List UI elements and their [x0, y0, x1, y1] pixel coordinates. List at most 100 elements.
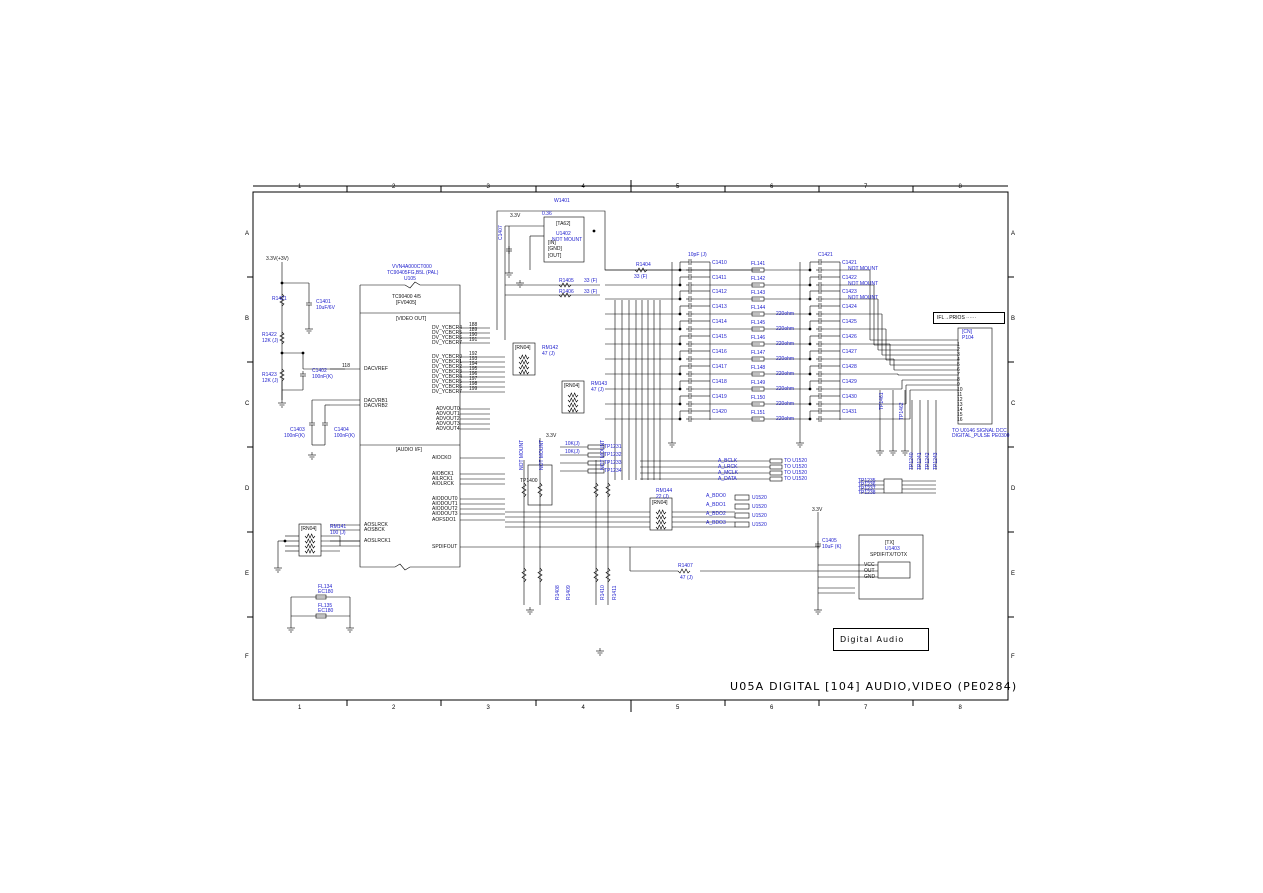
ferrite: [751, 282, 765, 288]
R1406: [558, 292, 572, 298]
rail-label: 3.3V: [510, 213, 521, 219]
RM142-res: [518, 354, 530, 360]
junction-dot: [808, 283, 812, 287]
row-label: F: [245, 654, 249, 660]
audio-out: A_BDO1: [706, 502, 726, 508]
ic-pin-name: DACVREF: [364, 366, 388, 372]
pull-res: [605, 567, 611, 583]
ic-pin-number: 194: [469, 361, 478, 367]
tp-signal: A_MCLK: [718, 470, 739, 476]
ic-pin-name: AIODOUT1: [432, 501, 458, 507]
rail-label: 3.3V: [812, 507, 823, 513]
connector-box: [957, 327, 993, 425]
out-pad: [734, 512, 750, 519]
C1404-val: 100nF(K): [334, 433, 355, 439]
ferrite-ref: FL149: [751, 380, 766, 386]
junction-dot: [808, 387, 812, 391]
connector-pin: 5: [957, 362, 960, 368]
column-label: 6: [770, 184, 774, 190]
ic-pin-name: DV_YCBCR4: [432, 374, 463, 380]
RM144-val: 22 (J): [656, 494, 669, 500]
RM144-res: [655, 514, 667, 520]
RM141-box: [298, 523, 322, 557]
audio-out: A_BDO2: [706, 511, 726, 517]
column-label: 8: [958, 184, 962, 190]
column-label: 5: [676, 184, 680, 190]
RM142-tag: [RN04]: [515, 345, 531, 351]
row-label: B: [245, 316, 250, 322]
tp-pad: [769, 464, 783, 470]
RM144-res: [655, 524, 667, 530]
column-label: 7: [864, 184, 868, 190]
cap-left-ref: C1419: [712, 394, 727, 400]
row-label: C: [245, 401, 250, 407]
ferrite-ref: FL151: [751, 410, 766, 416]
regulator-chip: [TA62]: [556, 221, 571, 227]
C1407-ref: C1407: [498, 225, 504, 240]
tp-ref: TP1461: [879, 392, 885, 410]
nm-label: NOT MOUNT: [539, 439, 545, 470]
ic-pin-name: DV_YCBCR1: [432, 359, 463, 365]
R1406-val: 33 (F): [584, 289, 598, 295]
cap-left-val: 10pF (J): [688, 252, 707, 258]
ic-pin-name: AIODOUT2: [432, 506, 458, 512]
junction-dot: [808, 342, 812, 346]
cap-right-top: C1421: [818, 252, 833, 258]
regulator-val: 0.36: [542, 211, 552, 217]
pull-res: [537, 567, 543, 583]
spdif-tag: TP1240: [909, 452, 915, 470]
buffer-ic: [527, 464, 553, 506]
RM143-val: 47 (J): [591, 387, 604, 393]
ic-pin-name: SPDIFOUT: [432, 544, 458, 550]
connector-dest: TO U0146 SIGNAL DCC: [952, 428, 1007, 434]
tp-pad: [587, 444, 605, 450]
ic-pin-name: ADVOUT4: [436, 426, 460, 432]
nm-label: NOT MOUNT: [600, 439, 606, 470]
ferrite: [751, 267, 765, 273]
section-title: Digital Audio: [840, 635, 905, 644]
ic-pin-name: AIOBCK1: [432, 471, 454, 477]
column-label: 3: [486, 705, 490, 711]
sheet-title: U05A DIGITAL [104] AUDIO,VIDEO (PE0284): [730, 680, 1018, 693]
FL134-val: EC180: [318, 589, 334, 595]
column-label: 4: [581, 184, 585, 190]
ferrite: [751, 371, 765, 377]
tp-tag: TO U1520: [784, 470, 807, 476]
connector-pin: 11: [957, 392, 963, 398]
ferrite-ref: FL144: [751, 305, 766, 311]
cap-right-ref: C1430: [842, 394, 857, 400]
ic-pin-name: DV_YCBCR7: [432, 340, 463, 346]
column-label: 5: [676, 705, 680, 711]
RM142-ref: RM142: [542, 345, 559, 351]
cap-right-ref: C1421: [842, 260, 857, 266]
connector-pin: 12: [957, 397, 963, 403]
junction-dot: [808, 297, 812, 301]
RM141-tag: [RN04]: [301, 526, 317, 532]
FL135-ref: FL135: [318, 603, 333, 609]
RM143-ref: RM143: [591, 381, 608, 387]
audio-out: A_BDO3: [706, 520, 726, 526]
ic-part-number: VVN4A000CT000: [392, 264, 432, 270]
zone-ticks: [247, 185, 1014, 706]
FL134: [315, 594, 327, 600]
FL135: [315, 613, 327, 619]
pull-res: [521, 567, 527, 583]
R1421-ref: R1421: [272, 296, 287, 302]
out-pad: [734, 503, 750, 510]
column-label: 1: [298, 705, 302, 711]
ferrite-val: 220ohm: [776, 326, 795, 332]
cap-right-ref: C1428: [842, 364, 857, 370]
ic-pin-name: ADVOUT3: [436, 421, 460, 427]
tp-signal: A_LRCK: [718, 464, 738, 470]
junction-dot: [808, 372, 812, 376]
ferrite-ref: FL143: [751, 290, 766, 296]
tp-pad: [587, 468, 605, 474]
ic-pin-name: DV_YCBCR6: [432, 384, 463, 390]
ic-pin-number: 196: [469, 371, 478, 377]
ic-pin-name: AOSBCK: [364, 527, 385, 533]
C1402-val: 100nF(K): [312, 374, 333, 380]
R1406-ref: R1406: [559, 289, 574, 295]
column-label: 6: [770, 705, 774, 711]
r-ref: R1409: [566, 585, 572, 600]
junction-dot: [592, 229, 596, 233]
